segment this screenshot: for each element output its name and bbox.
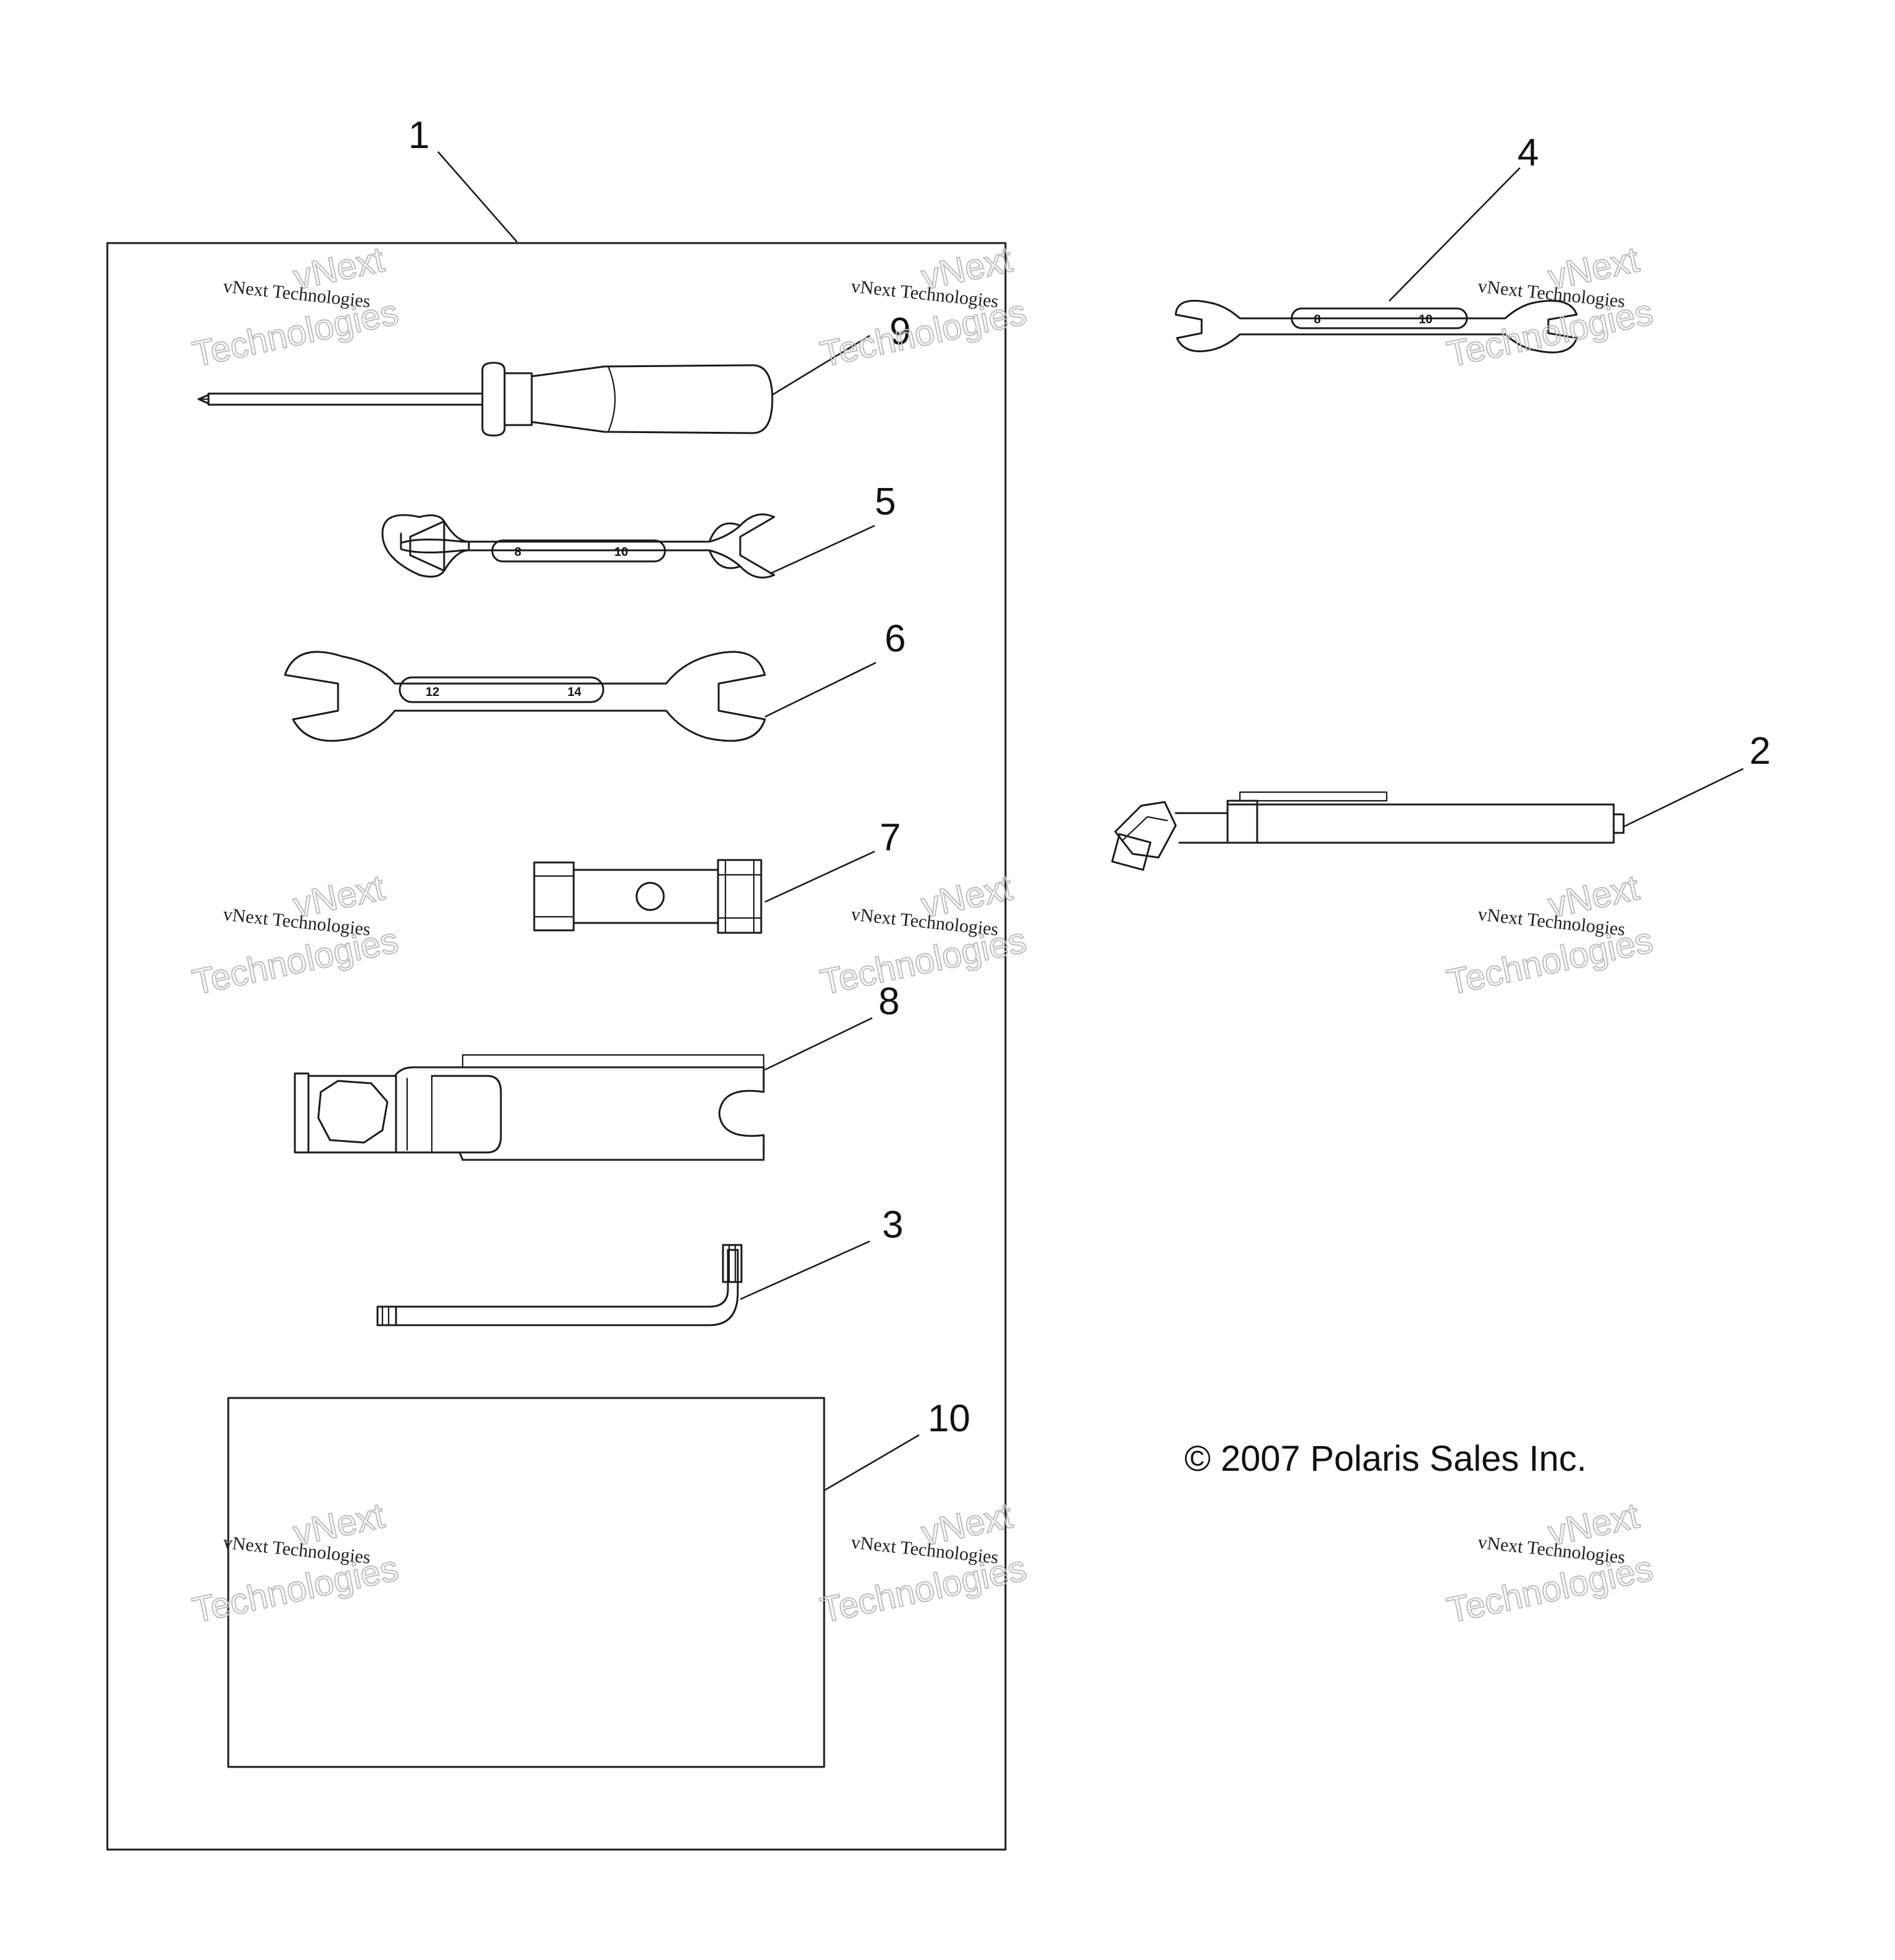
watermark: vNext vNext Technologies Technologies <box>1443 1495 1657 1631</box>
watermark: vNext vNext Technologies Technologies <box>1443 239 1657 375</box>
watermark: vNext vNext Technologies Technologies <box>816 239 1030 375</box>
watermark: vNext vNext Technologies Technologies <box>1443 867 1657 1003</box>
leader-line <box>824 1434 920 1492</box>
svg-text:Technologies: Technologies <box>189 1548 402 1631</box>
watermark: vNext vNext Technologies Technologies <box>188 867 402 1003</box>
leader-line <box>769 524 875 575</box>
wrench-size-label: 10 <box>614 545 628 559</box>
leader-lines <box>437 151 1744 1492</box>
hex-key <box>376 1244 743 1326</box>
screwdriver <box>197 362 774 437</box>
tool-bag-outline <box>106 242 1007 1851</box>
callout-3: 3 <box>882 1204 903 1246</box>
wrench-size-label: 10 <box>1419 313 1432 326</box>
callout-4: 4 <box>1517 131 1538 174</box>
wrench-8-10-loose: 8 10 <box>1175 300 1578 354</box>
leader-line <box>1389 167 1521 302</box>
watermark: vNext vNext Technologies Technologies <box>188 1495 402 1631</box>
callout-6: 6 <box>885 618 906 660</box>
watermark: vNext vNext Technologies Technologies <box>816 867 1030 1003</box>
watermark: vNext vNext Technologies Technologies <box>816 1495 1030 1631</box>
wrench-12-14: 12 14 <box>284 651 766 742</box>
wrench-size-label: 8 <box>1314 313 1321 326</box>
callout-9: 9 <box>890 310 910 353</box>
wrench-size-label: 8 <box>514 545 521 559</box>
svg-text:Technologies: Technologies <box>189 920 402 1003</box>
svg-text:Technologies: Technologies <box>817 920 1030 1003</box>
tire-pressure-gauge <box>1111 791 1625 871</box>
svg-text:Technologies: Technologies <box>817 1548 1030 1631</box>
leader-line <box>764 661 877 718</box>
wrench-size-label: 14 <box>568 685 582 699</box>
spark-plug-wrench <box>294 1054 765 1161</box>
callout-2: 2 <box>1749 730 1770 772</box>
owners-manual <box>227 1397 825 1768</box>
callout-8: 8 <box>878 980 899 1023</box>
callout-7: 7 <box>880 816 901 859</box>
leader-line <box>764 850 875 903</box>
copyright-notice: © 2007 Polaris Sales Inc. <box>1184 1439 1587 1479</box>
callout-5: 5 <box>875 481 896 523</box>
watermark: vNext vNext Technologies Technologies <box>188 239 402 375</box>
svg-text:Technologies: Technologies <box>1443 292 1656 374</box>
spark-plug-socket <box>533 859 762 934</box>
callout-10: 10 <box>928 1397 970 1440</box>
svg-text:Technologies: Technologies <box>817 292 1030 374</box>
leader-line <box>437 151 518 242</box>
leader-line <box>740 1240 870 1300</box>
svg-text:Technologies: Technologies <box>189 292 402 374</box>
leader-line <box>772 334 870 396</box>
callout-1: 1 <box>408 114 429 157</box>
leader-line <box>764 1017 873 1071</box>
wrench-8-10-bag: 8 10 <box>381 513 775 579</box>
wrench-size-label: 12 <box>426 685 439 699</box>
svg-text:Technologies: Technologies <box>1443 920 1656 1003</box>
svg-text:Technologies: Technologies <box>1443 1548 1656 1631</box>
leader-line <box>1623 767 1744 828</box>
